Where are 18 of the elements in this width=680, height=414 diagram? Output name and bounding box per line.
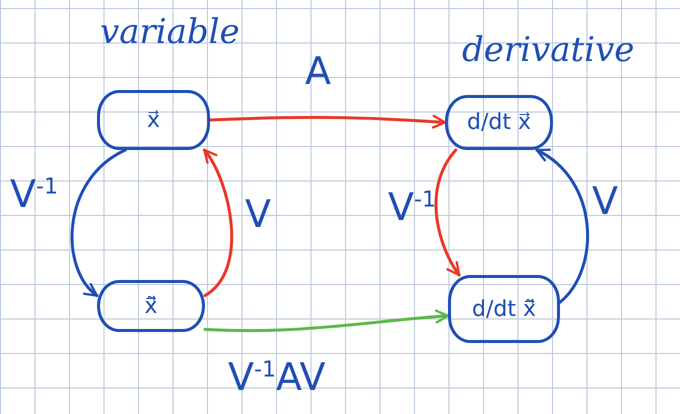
math-expression: d/dt x⃗ — [467, 110, 531, 135]
arrow — [208, 114, 446, 129]
arrow — [535, 148, 589, 304]
edge-label: A — [305, 52, 331, 90]
math-expression: x⃗ — [146, 108, 160, 132]
math-expression: x̃⃗ — [144, 294, 158, 318]
column-heading: derivative — [462, 30, 634, 70]
arrow — [70, 148, 127, 298]
arrow — [434, 148, 461, 276]
math-expression: d/dt x̃⃗ — [472, 296, 536, 322]
arrow — [204, 310, 450, 332]
arrow — [202, 148, 234, 298]
edge-label: V$^{-1}$ — [388, 188, 436, 226]
column-heading: variable — [100, 12, 240, 52]
edge-label: V — [592, 182, 618, 220]
edge-label: V — [245, 195, 271, 233]
edge-label: V$^{-1}$AV — [228, 358, 326, 396]
edge-label: V$^{-1}$ — [10, 175, 58, 213]
